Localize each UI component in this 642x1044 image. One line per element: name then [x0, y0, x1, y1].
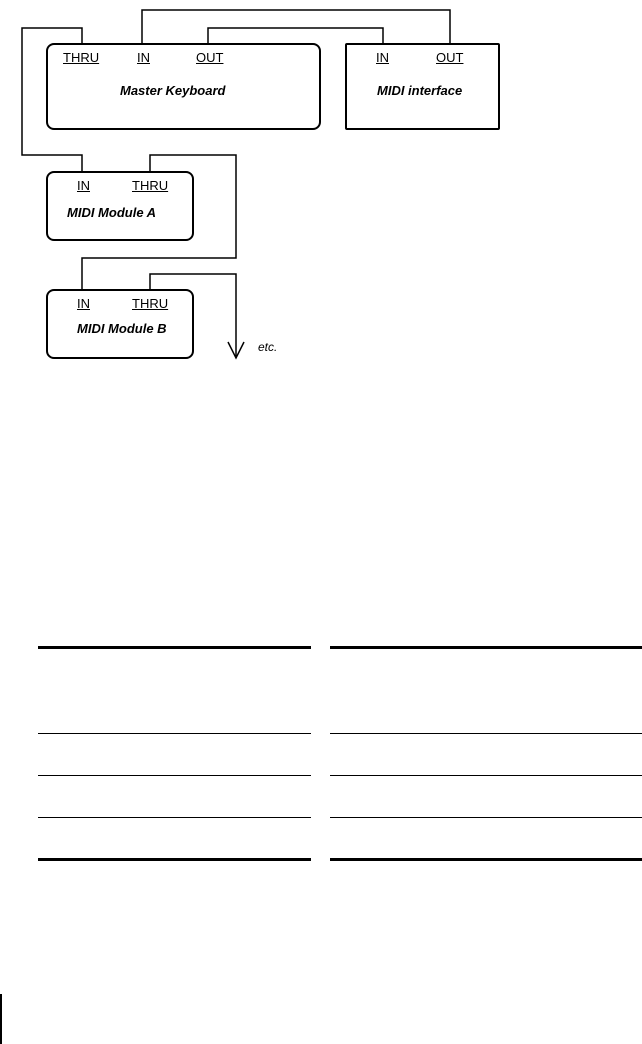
cable-module-a-thru-to-module-b-in [81, 154, 237, 290]
module-a-title: MIDI Module A [67, 205, 157, 220]
module-b-thru-port: THRU [132, 296, 169, 311]
table-row-rule-right [330, 817, 642, 818]
module-a-thru-port: THRU [132, 178, 169, 193]
page-edge-mark [0, 994, 2, 1044]
midi-interface-title: MIDI interface [377, 83, 463, 98]
cable-keyboard-out-to-interface-in [207, 27, 384, 44]
module-b-in-port: IN [77, 296, 90, 311]
master-keyboard-out-port: OUT [196, 50, 224, 65]
midi-connection-diagram [21, 9, 451, 360]
cable-module-b-thru-onward [149, 273, 237, 356]
table-row-rule-left [38, 775, 311, 776]
cable-interface-out-to-keyboard-in [141, 9, 451, 44]
master-keyboard-box: THRU IN OUT Master Keyboard [46, 43, 321, 130]
continuation-label: etc. [258, 340, 278, 354]
midi-interface-in-port: IN [376, 50, 389, 65]
table-top-rule-left [38, 646, 311, 649]
module-b-title: MIDI Module B [77, 321, 167, 336]
module-b-box: IN THRU MIDI Module B [46, 289, 194, 359]
cable-keyboard-thru-to-module-a-in [21, 27, 83, 172]
table-row-rule-left [38, 733, 311, 734]
master-keyboard-thru-port: THRU [63, 50, 100, 65]
table-row-rule-right [330, 733, 642, 734]
table-bottom-rule-left [38, 858, 311, 861]
midi-interface-out-port: OUT [436, 50, 464, 65]
table-row-rule-left [38, 817, 311, 818]
table-top-rule-right [330, 646, 642, 649]
table-row-rule-right [330, 775, 642, 776]
midi-interface-box: IN OUT MIDI interface [345, 43, 500, 130]
arrow-down-icon [227, 341, 245, 360]
module-a-in-port: IN [77, 178, 90, 193]
module-a-box: IN THRU MIDI Module A [46, 171, 194, 241]
table-bottom-rule-right [330, 858, 642, 861]
master-keyboard-in-port: IN [137, 50, 150, 65]
master-keyboard-title: Master Keyboard [120, 83, 226, 98]
